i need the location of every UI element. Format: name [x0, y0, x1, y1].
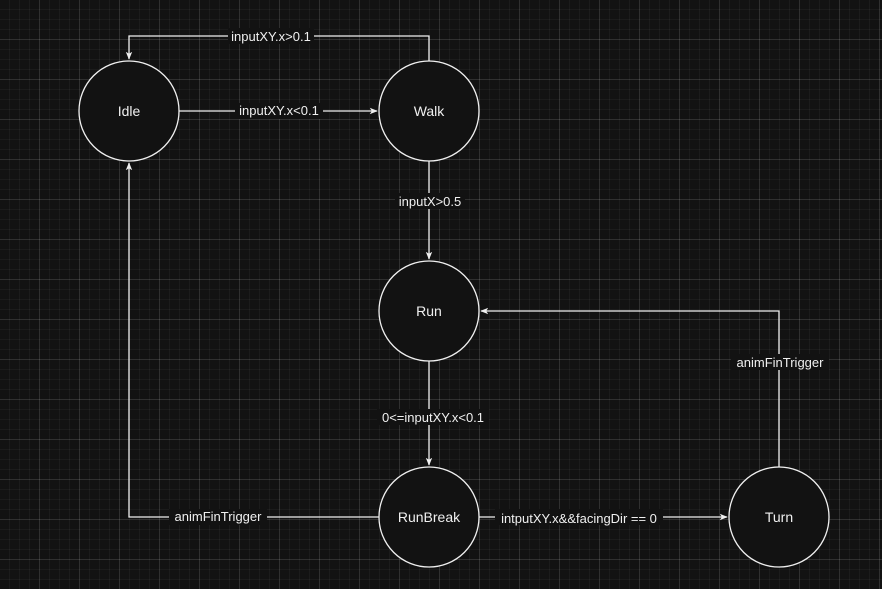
node-idle-circle[interactable]	[78, 60, 180, 162]
edge-label-runbreak-to-turn: intputXY.x&&facingDir == 0	[501, 511, 657, 526]
edge-walk-to-run[interactable]: inputX>0.5	[395, 161, 465, 260]
node-idle[interactable]: Idle	[78, 60, 180, 162]
node-run[interactable]: Run	[378, 260, 480, 362]
node-walk-circle[interactable]	[378, 60, 480, 162]
edge-label-idle-to-walk: inputXY.x<0.1	[239, 103, 319, 118]
edge-runbreak-to-turn[interactable]: intputXY.x&&facingDir == 0	[479, 509, 728, 526]
edge-run-to-runbreak[interactable]: 0<=inputXY.x<0.1	[377, 361, 489, 466]
edge-idle-to-walk[interactable]: inputXY.x<0.1	[179, 103, 378, 119]
node-turn[interactable]: Turn	[728, 466, 830, 568]
edge-label-turn-to-run: animFinTrigger	[737, 355, 825, 370]
node-walk[interactable]: Walk	[378, 60, 480, 162]
node-runbreak-label: RunBreak	[398, 509, 461, 525]
node-runbreak-circle[interactable]	[378, 466, 480, 568]
edge-label-bg	[235, 103, 323, 119]
node-run-label: Run	[416, 303, 442, 319]
edge-label-bg	[377, 409, 489, 425]
node-walk-label: Walk	[414, 103, 446, 119]
node-run-circle[interactable]	[378, 260, 480, 362]
edge-label-bg	[228, 28, 314, 44]
node-idle-label: Idle	[118, 103, 141, 119]
edge-turn-to-run[interactable]: animFinTrigger	[480, 307, 829, 467]
edge-line[interactable]	[125, 162, 379, 518]
edge-label-walk-to-run: inputX>0.5	[399, 194, 462, 209]
edge-walk-to-idle[interactable]: inputXY.x>0.1	[125, 28, 430, 61]
node-turn-circle[interactable]	[728, 466, 830, 568]
node-runbreak[interactable]: RunBreak	[378, 466, 480, 568]
edge-label-walk-to-idle: inputXY.x>0.1	[231, 29, 311, 44]
edge-label-run-to-runbreak: 0<=inputXY.x<0.1	[382, 410, 484, 425]
node-turn-label: Turn	[765, 509, 793, 525]
edge-label-bg	[495, 509, 663, 525]
edge-line[interactable]	[480, 307, 780, 467]
edge-label-runbreak-to-idle: animFinTrigger	[175, 509, 263, 524]
edge-label-bg	[169, 509, 267, 525]
edge-runbreak-to-idle[interactable]: animFinTrigger	[125, 162, 379, 525]
edge-label-bg	[395, 193, 465, 209]
edge-label-bg	[731, 354, 829, 370]
